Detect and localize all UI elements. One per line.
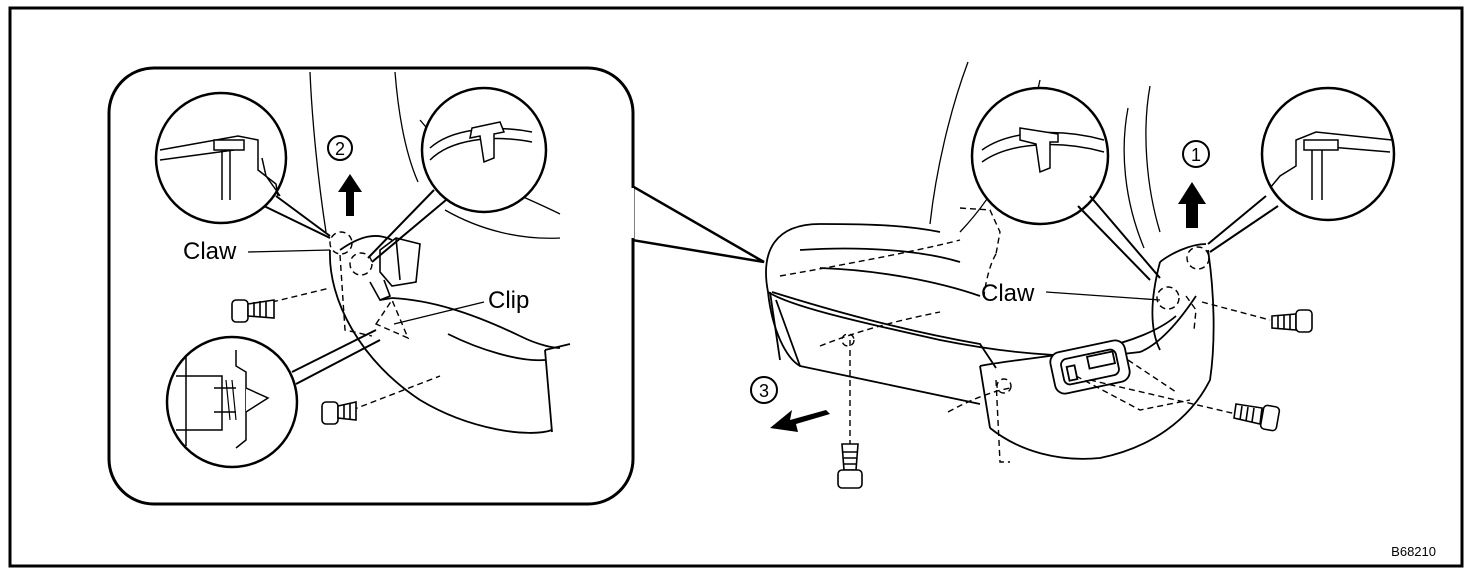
- detail-hidden-lines: [271, 231, 441, 411]
- step2-marker: 2: [327, 135, 353, 161]
- leader-clip: [393, 301, 485, 325]
- step3-number: 3: [759, 381, 769, 401]
- figure-code: B68210: [1391, 544, 1436, 559]
- seat-main: 1 3 Claw: [750, 61, 1396, 489]
- step1-marker: 1: [1182, 140, 1210, 168]
- magnifier-claw-left: [154, 91, 331, 239]
- detail-seatback-lines: [309, 71, 561, 239]
- bolt-detail-lower: [321, 401, 357, 425]
- magnifier-claw-right-inner: [970, 86, 1161, 281]
- arrow-forward-step3: [770, 410, 830, 432]
- step2-number: 2: [335, 139, 345, 159]
- seat-front-trim: [767, 243, 1215, 460]
- outer-frame: [8, 6, 1464, 568]
- bolt-bottom: [837, 443, 863, 489]
- detail-panel: 2 Claw Clip: [107, 66, 765, 506]
- seat-adjuster-switch: [1049, 339, 1131, 395]
- bolt-detail-upper: [231, 299, 275, 323]
- detail-buckle: [369, 237, 421, 302]
- arrow-up-step2: [338, 174, 362, 216]
- main-hidden-lines: [779, 207, 1271, 463]
- label-clip: Clip: [488, 287, 529, 314]
- label-claw-right: Claw: [981, 280, 1035, 307]
- bolt-right-upper: [1271, 309, 1313, 333]
- arrow-up-step1: [1178, 182, 1206, 228]
- step1-number: 1: [1191, 145, 1201, 165]
- bolt-right-lower: [1233, 403, 1281, 432]
- leader-claw-right: [1045, 291, 1161, 301]
- step3-marker: 3: [750, 376, 778, 404]
- magnifier-claw-middle: [367, 86, 548, 263]
- callout-wedge: [631, 184, 765, 264]
- magnifier-claw-right-outer: [1207, 86, 1396, 253]
- leader-claw-left: [247, 249, 331, 253]
- magnifier-clip: [165, 329, 381, 469]
- label-claw-left: Claw: [183, 238, 237, 265]
